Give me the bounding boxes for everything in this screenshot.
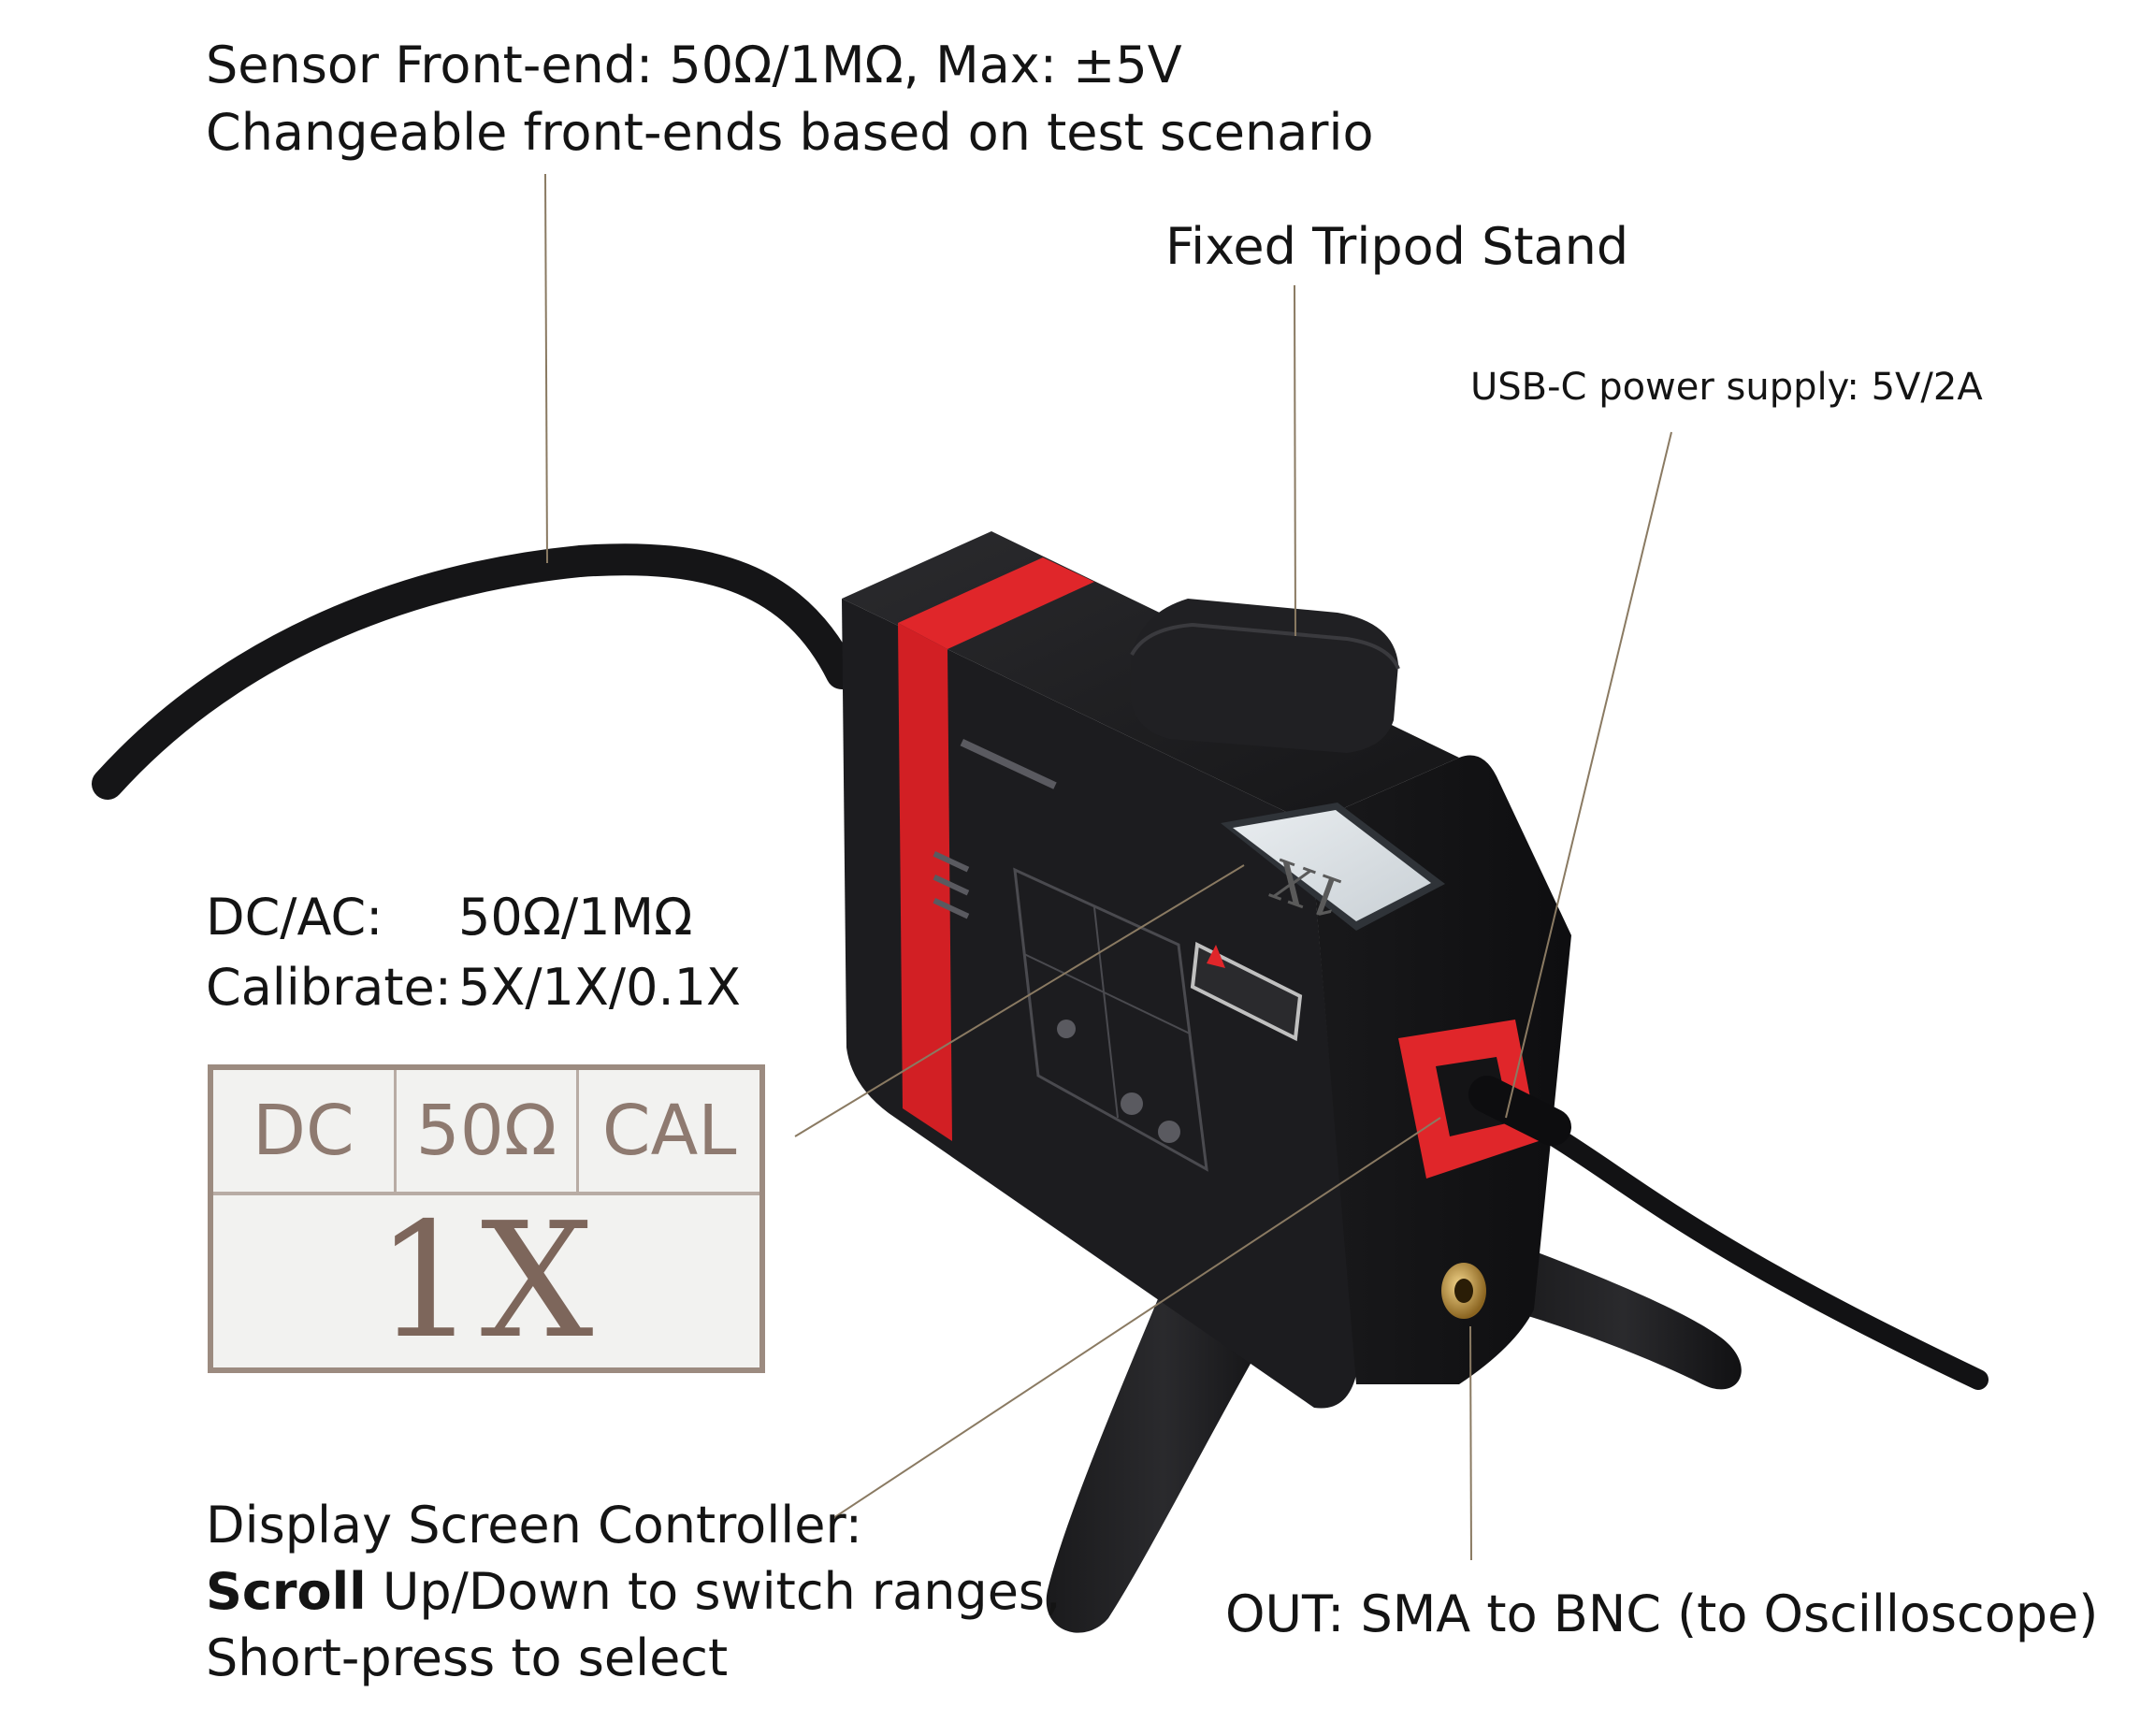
usb-callout: USB-C power supply: 5V/2A	[1470, 366, 1983, 409]
spec-label-panel	[1013, 867, 1208, 1172]
controller-line2-rest: Up/Down to switch ranges,	[366, 1562, 1062, 1621]
lcd-range-value: 1X	[375, 1189, 598, 1374]
lcd-zoom-panel: DC 50Ω CAL 1X	[208, 1064, 765, 1374]
usb-c-cable	[1486, 1093, 1989, 1390]
device-lcd-screen	[1233, 810, 1431, 921]
sensor-callout-line1: Sensor Front-end: 50Ω/1MΩ, Max: ±5V	[206, 36, 1182, 94]
dcac-row: DC/AC: 50Ω/1MΩ	[206, 884, 692, 951]
leader-lines	[544, 173, 1672, 1561]
tripod-mount	[1130, 599, 1398, 753]
lcd-mode-cell: DC	[213, 1070, 397, 1192]
controller-callout-line1: Display Screen Controller:	[206, 1496, 862, 1555]
controller-callout-line3: Short-press to select	[206, 1628, 729, 1687]
dcac-value: 50Ω/1MΩ	[458, 888, 693, 947]
tripod-callout: Fixed Tripod Stand	[1165, 217, 1629, 276]
sensor-callout-line2: Changeable front-ends based on test scen…	[206, 103, 1374, 162]
calibrate-row: Calibrate:5X/1X/0.1X	[206, 954, 741, 1021]
brand-badge	[1190, 941, 1303, 1042]
sensor-cable	[92, 543, 858, 800]
lcd-cal-cell: CAL	[601, 1091, 737, 1171]
sma-connector	[1441, 1263, 1486, 1319]
tripod-leg-front	[1046, 1272, 1281, 1633]
lcd-status-row: DC 50Ω CAL	[213, 1070, 759, 1195]
calibrate-value: 5X/1X/0.1X	[458, 958, 741, 1017]
out-callout: OUT: SMA to BNC (to Oscilloscope)	[1225, 1584, 2099, 1643]
controller-callout-line2: Scroll Up/Down to switch ranges,	[206, 1558, 1061, 1626]
device-front-face	[842, 599, 1356, 1409]
red-accent-band-side	[898, 623, 952, 1141]
lcd-impedance-cell: 50Ω	[397, 1070, 580, 1192]
red-accent-band	[898, 557, 1094, 649]
dcac-key: DC/AC:	[206, 888, 383, 947]
calibrate-key: Calibrate:	[206, 958, 452, 1017]
controller-scroll-word: Scroll	[206, 1562, 367, 1621]
tripod-leg-right	[1506, 1244, 1742, 1390]
